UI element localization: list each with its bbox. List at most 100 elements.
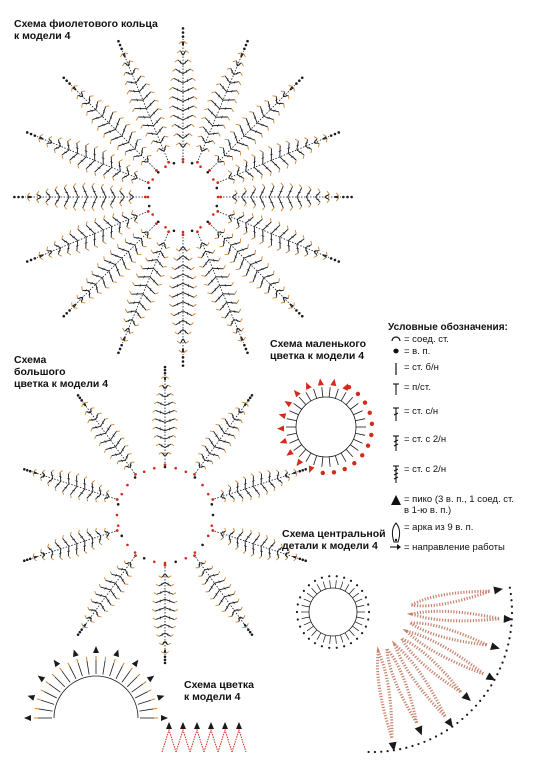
- petal: [117, 230, 170, 355]
- petal: [76, 394, 137, 476]
- small-flower-picot: [342, 466, 347, 472]
- petal: [117, 39, 170, 164]
- flower-strip-picot: [194, 722, 200, 729]
- central-picot: [388, 741, 397, 752]
- petal: [216, 131, 341, 184]
- big-flower-center: [115, 465, 215, 565]
- petal: [208, 76, 304, 172]
- small-flower-picot: [369, 421, 375, 426]
- treble-crochet-icon: [388, 434, 404, 452]
- flower-strip-picot: [222, 722, 228, 729]
- central-picot: [503, 614, 513, 623]
- petal: [151, 365, 179, 467]
- small-flower-picot: [355, 391, 361, 397]
- legend-item: = в. п.: [388, 346, 430, 357]
- petal: [211, 467, 307, 503]
- central-petal: [398, 635, 463, 694]
- petal: [168, 27, 198, 161]
- petal: [196, 39, 249, 164]
- petal: [193, 554, 254, 636]
- flower-picot: [113, 649, 119, 658]
- petal: [13, 182, 147, 212]
- small-flower-picot: [362, 400, 368, 405]
- central-petal: [391, 640, 447, 718]
- flower-picot: [27, 695, 36, 701]
- small-flower-picot: [360, 453, 365, 458]
- central-picot: [444, 717, 453, 728]
- flower-picot: [24, 715, 31, 721]
- central-picot: [493, 586, 503, 595]
- petal: [25, 210, 150, 263]
- small-flower-picot: [317, 378, 324, 386]
- legend-item-label: = ст. с 2/н: [404, 464, 447, 475]
- small-flower-picot: [330, 378, 337, 387]
- small-flower-picot: [367, 410, 372, 415]
- small-flower-picot: [342, 383, 349, 391]
- petal: [62, 76, 158, 172]
- legend-item-label: = ст. с 2/н: [404, 434, 447, 445]
- small-flower-picot: [278, 413, 287, 420]
- legend-item-label: = арка из 9 в. п.: [404, 522, 474, 533]
- flower-strip-picot: [166, 722, 172, 729]
- flower-title: Схема цветка к модели 4: [184, 679, 254, 703]
- picot-icon: [388, 494, 404, 516]
- central-picot: [461, 691, 471, 701]
- chain-stitch-icon: [388, 346, 404, 357]
- flower-picot: [37, 675, 46, 683]
- double-crochet-icon: [388, 406, 404, 422]
- petal: [76, 554, 137, 636]
- flower-strip-zigzag: [175, 728, 191, 753]
- big-flower-petals: [23, 365, 307, 665]
- legend-item-label: = ст. с/н: [404, 406, 439, 417]
- legend-item: = ст. б/н: [388, 362, 439, 376]
- legend-item: = ст. с 2/н: [388, 434, 446, 452]
- flower-strip-picot: [236, 722, 242, 729]
- flower-strip-zigzag: [161, 728, 177, 753]
- small-flower-picot: [320, 470, 325, 476]
- central-picot: [414, 725, 423, 736]
- petal: [25, 131, 150, 184]
- legend-item-label: = пико (3 в. п., 1 соед. ст. в 1-ю в. п.…: [404, 494, 514, 516]
- big-flower-title: Схема большого цветка к модели 4: [14, 354, 109, 390]
- central-detail-diagram: [295, 575, 514, 754]
- small-flower-title: Схема маленького цветка к модели 4: [270, 338, 367, 362]
- flower-picot: [146, 675, 155, 683]
- central-petal: [406, 589, 491, 608]
- violet-ring-center: [146, 160, 220, 234]
- legend-item: = ст. с/н: [388, 406, 438, 422]
- petal: [151, 563, 179, 665]
- flower-picot: [131, 659, 139, 668]
- flower-picot: [161, 715, 168, 721]
- double-treble-crochet-icon: [388, 464, 404, 484]
- legend-item-label: = соед. ст.: [404, 334, 449, 345]
- petal: [196, 230, 249, 355]
- small-flower-picot: [331, 470, 337, 475]
- petal: [23, 467, 119, 503]
- flower-picot: [93, 646, 99, 653]
- small-flower-ring: [295, 396, 357, 458]
- small-flower-picot: [296, 458, 304, 467]
- legend-item-label: = направление работы: [404, 542, 505, 553]
- slip-stitch-icon: [388, 334, 404, 345]
- small-flower-picot: [365, 443, 371, 448]
- petal: [193, 394, 254, 476]
- central-petal: [406, 621, 488, 647]
- flower-strip-zigzag: [231, 728, 247, 753]
- petal: [168, 233, 198, 367]
- flower-strip-zigzag: [189, 728, 205, 753]
- small-flower-picot: [369, 432, 374, 438]
- legend-item: = направление работы: [388, 542, 505, 553]
- central-picot: [490, 642, 500, 651]
- violet-ring-petals: [13, 27, 353, 367]
- single-crochet-icon: [388, 362, 404, 376]
- legend-title: Условные обозначения:: [388, 322, 508, 333]
- central-detail-title: Схема центральной детали к модели 4: [282, 528, 386, 552]
- flower-picot: [156, 695, 165, 701]
- petal: [219, 182, 353, 212]
- central-petal: [375, 646, 394, 739]
- petal: [23, 527, 119, 563]
- flower-strip-picot: [180, 722, 186, 729]
- small-flower-picot: [352, 461, 357, 466]
- small-flower-picot: [306, 382, 312, 390]
